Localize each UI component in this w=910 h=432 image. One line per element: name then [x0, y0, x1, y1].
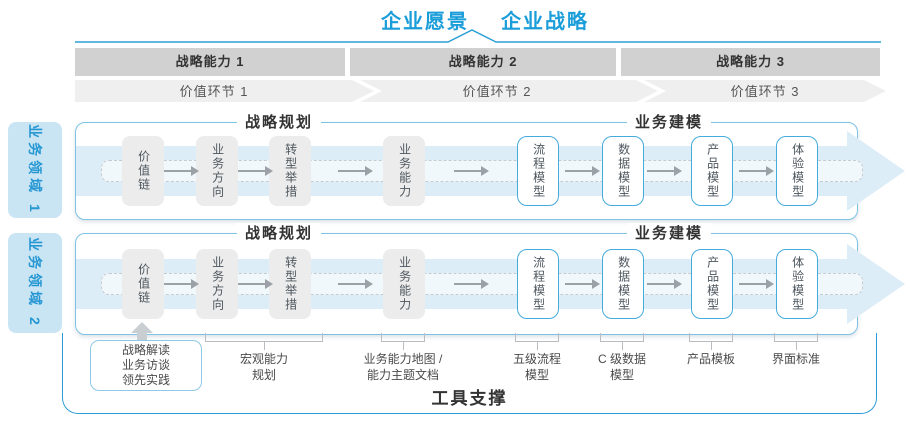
note-interface-standard: 界面标准	[771, 352, 821, 366]
note-capability-map-docs: 业务能力地图 / 能力主题文档	[363, 352, 443, 382]
capability-bar-2: 战略能力 2	[350, 48, 616, 76]
arrow-right-icon	[164, 279, 199, 289]
box-data-model: 数据模型	[602, 249, 644, 319]
arrow-right-icon	[739, 166, 774, 176]
bracket-stem	[264, 342, 265, 350]
arrow-right-icon	[454, 279, 489, 289]
bracket-stem	[537, 342, 538, 350]
box-process-model: 流程模型	[517, 249, 559, 319]
arrow-right-icon	[338, 279, 373, 289]
arrow-right-icon	[238, 166, 273, 176]
arrow-right-icon	[565, 166, 600, 176]
bracket-stem	[403, 342, 404, 350]
box-experience-model: 体验模型	[776, 136, 818, 206]
arrow-right-icon	[565, 279, 600, 289]
up-arrow-icon	[131, 322, 153, 333]
domain-label-1: 业务领域 1	[8, 122, 62, 218]
arrow-right-icon	[238, 279, 273, 289]
tool-support-label: 工具支撑	[431, 389, 508, 408]
bracket	[774, 333, 818, 342]
strategy-title: 企业战略	[501, 11, 589, 33]
box-product-model: 产品模型	[691, 136, 733, 206]
bracket	[689, 333, 733, 342]
note-macro-capability-planning: 宏观能力 规划	[239, 352, 289, 382]
box-business-direction: 业务方向	[196, 249, 238, 319]
arrow-right-icon	[338, 166, 373, 176]
section-header-planning: 战略规划	[236, 223, 322, 244]
box-experience-model: 体验模型	[776, 249, 818, 319]
box-data-model: 数据模型	[602, 136, 644, 206]
box-transformation-measures: 转型举措	[269, 249, 311, 319]
bracket	[205, 333, 323, 342]
section-header-modeling: 业务建模	[626, 223, 712, 244]
vision-title: 企业愿景	[381, 11, 469, 33]
box-value-chain: 价值链	[122, 136, 164, 206]
bracket	[600, 333, 644, 342]
capability-bar-3: 战略能力 3	[621, 48, 880, 76]
box-business-direction: 业务方向	[196, 136, 238, 206]
domain-row-1: 战略规划 业务建模 价值链 业务方向 转型举措 业务能力 流程模型 数据模型 产…	[75, 112, 905, 220]
value-link-label-3: 价值环节 3	[730, 84, 800, 99]
bracket	[515, 333, 559, 342]
arrow-right-icon	[454, 166, 489, 176]
tool-support-container: 工具支撑	[62, 333, 877, 414]
top-titles: 企业愿景 企业战略	[60, 5, 910, 34]
domain-row-2: 战略规划 业务建模 价值链 业务方向 转型举措 业务能力 流程模型 数据模型 产…	[75, 223, 905, 335]
bracket-stem	[796, 342, 797, 350]
arrow-right-icon	[164, 166, 199, 176]
roof-connector-line	[75, 29, 881, 43]
arrow-right-icon	[647, 166, 682, 176]
value-link-chevron-3	[644, 80, 886, 102]
box-product-model: 产品模型	[691, 249, 733, 319]
capability-bar-1: 战略能力 1	[75, 48, 345, 76]
section-header-planning: 战略规划	[236, 112, 322, 133]
top-graphics	[75, 29, 886, 102]
box-process-model: 流程模型	[517, 136, 559, 206]
bracket-stem	[622, 342, 623, 350]
note-five-level-process-model: 五级流程 模型	[512, 352, 562, 382]
arrow-right-icon	[739, 279, 774, 289]
box-business-capability: 业务能力	[383, 249, 425, 319]
box-value-chain: 价值链	[122, 249, 164, 319]
value-link-chevron-2	[360, 80, 658, 102]
bracket	[381, 333, 425, 342]
note-c-level-data-model: C 级数据 模型	[597, 352, 647, 382]
box-business-capability: 业务能力	[383, 136, 425, 206]
value-link-label-2: 价值环节 2	[462, 84, 532, 99]
strategy-sources-box: 战略解读 业务访谈 领先实践	[90, 340, 202, 391]
bracket-stem	[711, 342, 712, 350]
up-arrow-stem	[137, 332, 147, 340]
value-link-label-1: 价值环节 1	[179, 84, 249, 99]
arrow-right-icon	[647, 279, 682, 289]
domain-label-2: 业务领域 2	[8, 233, 62, 333]
value-link-chevron-1	[75, 80, 374, 102]
section-header-modeling: 业务建模	[626, 112, 712, 133]
note-product-template: 产品模板	[686, 352, 736, 366]
box-transformation-measures: 转型举措	[269, 136, 311, 206]
